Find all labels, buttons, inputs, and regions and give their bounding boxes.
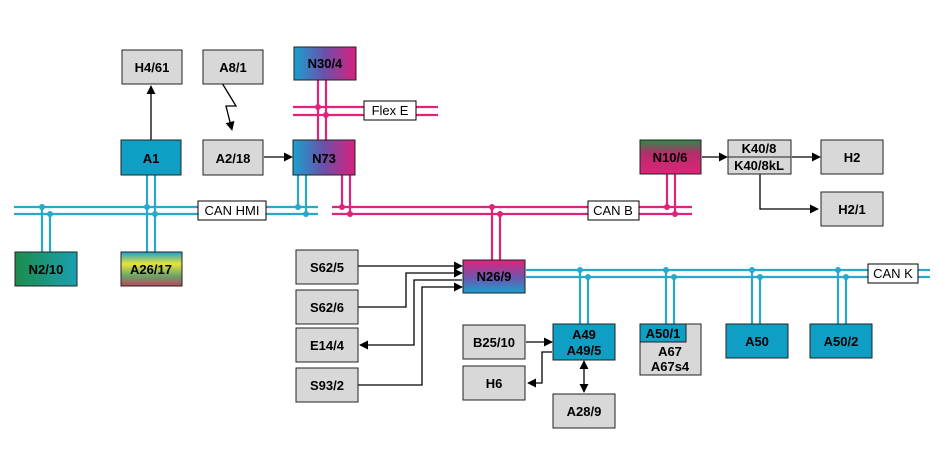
svg-text:A50: A50 [745,334,769,349]
svg-text:S93/2: S93/2 [310,378,344,393]
can-k-label: CAN K [867,263,919,284]
can-hmi-bus [14,175,318,252]
node-h2-1: H2/1 [820,191,884,227]
svg-text:A50/2: A50/2 [824,334,859,349]
svg-text:A67s4: A67s4 [651,359,690,374]
flex-e-label: Flex E [363,100,417,121]
can-hmi-label: CAN HMI [197,200,267,221]
svg-text:H2/1: H2/1 [838,202,865,217]
node-n26-9: N26/9 [462,259,526,294]
node-a8-1: A8/1 [202,49,264,85]
node-s93-2: S93/2 [295,367,359,403]
svg-text:A1: A1 [143,151,160,166]
flex-e-text: Flex E [372,103,409,118]
node-a49: A49 A49/5 [552,323,616,361]
signal-connections [146,82,821,393]
can-k-text: CAN K [873,266,913,281]
svg-text:E14/4: E14/4 [310,338,345,353]
can-b-bus [332,174,692,260]
svg-text:N10/6: N10/6 [653,150,688,165]
node-a28-9: A28/9 [552,393,616,429]
svg-text:H4/61: H4/61 [135,60,170,75]
node-a2-18: A2/18 [202,139,264,176]
node-h6: H6 [462,365,526,401]
svg-text:A67: A67 [658,344,682,359]
node-k40-8: K40/8 K40/8kL [727,139,792,175]
svg-text:K40/8: K40/8 [742,141,777,156]
node-s62-6: S62/6 [295,289,359,325]
svg-text:S62/5: S62/5 [310,260,344,275]
node-s62-5: S62/5 [295,249,359,285]
svg-text:A28/9: A28/9 [567,404,602,419]
svg-text:A49: A49 [572,327,596,342]
can-k-bus [526,267,930,324]
svg-text:A49/5: A49/5 [567,343,602,358]
node-b25-10: B25/10 [462,324,526,360]
svg-text:A8/1: A8/1 [219,60,246,75]
svg-text:N2/10: N2/10 [29,262,64,277]
svg-text:A2/18: A2/18 [216,151,251,166]
node-n30-4: N30/4 [293,46,357,81]
node-e14-4: E14/4 [295,327,359,363]
node-a1: A1 [120,139,182,176]
node-a50: A50 [725,323,789,359]
node-a26-17: A26/17 [120,251,183,287]
node-a50-1-a67: A50/1 A67 A67s4 [639,323,702,376]
node-a50-2: A50/2 [809,323,873,359]
svg-text:N30/4: N30/4 [308,56,343,71]
svg-text:A26/17: A26/17 [130,262,172,277]
can-b-label: CAN B [587,200,640,221]
flex-e-bus [293,80,438,140]
svg-text:B25/10: B25/10 [473,335,515,350]
svg-text:H2: H2 [844,150,861,165]
can-b-text: CAN B [593,203,633,218]
node-h2: H2 [820,139,884,175]
can-hmi-text: CAN HMI [205,203,260,218]
node-h4-61: H4/61 [121,49,183,85]
svg-text:H6: H6 [486,376,503,391]
node-n10-6: N10/6 [639,139,702,175]
node-n2-10: N2/10 [14,251,78,287]
svg-text:S62/6: S62/6 [310,300,344,315]
svg-text:A50/1: A50/1 [646,326,681,341]
svg-text:K40/8kL: K40/8kL [734,158,784,173]
svg-text:N26/9: N26/9 [477,269,512,284]
svg-text:N73: N73 [312,151,336,166]
node-n73: N73 [292,139,356,176]
